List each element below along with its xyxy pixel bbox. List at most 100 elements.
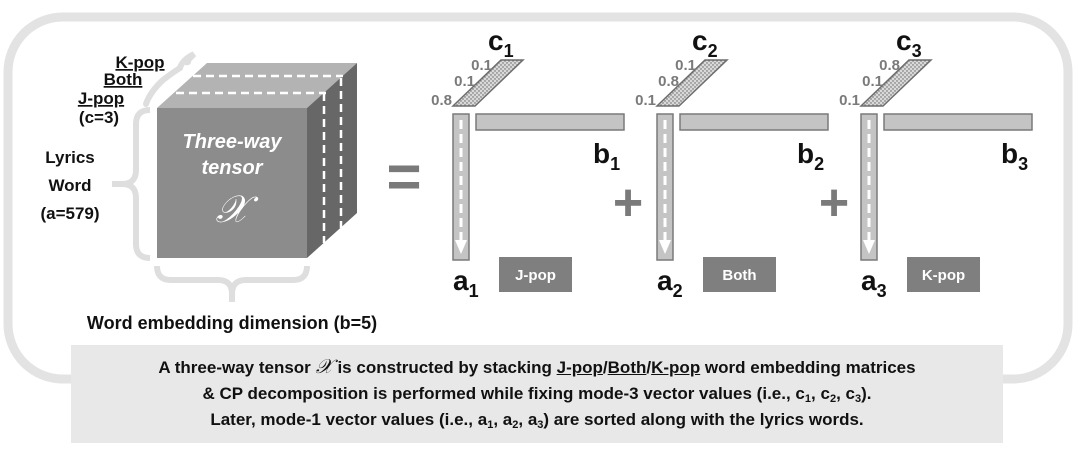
c-letter: c <box>488 25 504 56</box>
a-subscript: 1 <box>469 281 479 301</box>
caption-text: is constructed by stacking <box>332 358 557 377</box>
mode3-label-kpop: K-pop <box>115 53 164 72</box>
caption-sub: 3 <box>854 393 862 405</box>
equals-sign: = <box>386 143 421 210</box>
tensor-cube: Three-way tensor 𝒳 <box>157 63 357 258</box>
rank-one-components: 0.10.10.8c1b1a1J-pop0.10.80.1c2b2a2Both0… <box>431 25 1033 301</box>
caption-text: A three-way tensor <box>158 358 316 377</box>
cube-side-face <box>307 63 357 258</box>
mode3-size: (c=3) <box>79 108 119 127</box>
caption-line-2: & CP decomposition is performed while fi… <box>71 381 1003 407</box>
b-letter: b <box>593 138 610 169</box>
b-vector-bar <box>679 113 829 131</box>
a-subscript: 3 <box>877 281 887 301</box>
b-subscript: 1 <box>610 154 620 174</box>
c-value: 0.1 <box>471 57 492 74</box>
mode1-label-line1: Lyrics <box>45 148 94 167</box>
genre-tag-label: J-pop <box>515 267 556 284</box>
caption-line-1: A three-way tensor 𝒳 is constructed by s… <box>71 353 1003 381</box>
b-letter: b <box>1001 138 1018 169</box>
a-vector-bar <box>452 113 470 261</box>
c-value: 0.8 <box>658 73 679 90</box>
caption-slash: / <box>646 358 652 377</box>
a-subscript: 2 <box>673 281 683 301</box>
mode1-size: (a=579) <box>40 204 99 223</box>
a-vector-bar <box>656 113 674 261</box>
b-subscript: 2 <box>814 154 824 174</box>
c-letter: c <box>692 25 708 56</box>
genre-tag-label: K-pop <box>922 267 965 284</box>
a-vector-label: a1 <box>453 265 479 301</box>
c-vector-label: c1 <box>488 25 514 61</box>
c-value: 0.1 <box>675 57 696 74</box>
c-vector-bar <box>859 59 933 107</box>
mode3-brace <box>143 51 197 107</box>
b-vector-label: b2 <box>797 138 824 174</box>
mode3-label-both: Both <box>104 70 143 89</box>
c-value: 0.1 <box>839 92 860 109</box>
c-subscript: 1 <box>504 41 514 61</box>
genre-tag-label: Both <box>722 267 756 284</box>
caption-jpop: J-pop <box>556 358 603 377</box>
caption-var: a <box>527 410 538 429</box>
caption-text: ) are sorted along with the lyrics words… <box>543 410 864 429</box>
tensor-title-line1: Three-way <box>183 131 283 153</box>
tensor-title-line2: tensor <box>201 157 263 179</box>
a-vector-arrow-head <box>659 240 671 254</box>
a-vector-label: a2 <box>657 265 683 301</box>
c-letter: c <box>896 25 912 56</box>
genre-tag <box>499 257 572 292</box>
c-subscript: 2 <box>708 41 718 61</box>
caption-text: & CP decomposition is performed while fi… <box>202 384 796 403</box>
caption-var: c <box>820 384 830 403</box>
b-vector-bar <box>883 113 1033 131</box>
c-value: 0.1 <box>862 73 883 90</box>
c-vector-label: c3 <box>896 25 922 61</box>
caption-var: c <box>795 384 805 403</box>
a-vector-label: a3 <box>861 265 887 301</box>
a-vector-bar <box>860 113 878 261</box>
caption-sep: , <box>518 410 528 429</box>
a-vector-arrow-head <box>863 240 875 254</box>
genre-tag <box>703 257 776 292</box>
c-value: 0.1 <box>635 92 656 109</box>
a-letter: a <box>861 265 877 296</box>
caption-sub: 1 <box>804 393 812 405</box>
mode3-label-jpop: J-pop <box>78 89 124 108</box>
b-vector-label: b3 <box>1001 138 1028 174</box>
caption-var: c <box>845 384 855 403</box>
caption-line-3: Later, mode-1 vector values (i.e., a1, a… <box>71 407 1003 433</box>
caption-sub: 2 <box>829 393 837 405</box>
caption-both: Both <box>607 358 647 377</box>
c-vector-bar <box>655 59 729 107</box>
a-vector-arrow-head <box>455 240 467 254</box>
plus-sign-1: + <box>613 174 643 232</box>
mode3-labels: K-pop Both J-pop (c=3) <box>78 53 165 127</box>
caption-sub: 2 <box>512 419 519 431</box>
caption-var: a <box>502 410 513 429</box>
c-vector-bar <box>451 59 525 107</box>
b-vector-label: b1 <box>593 138 620 174</box>
mode1-label-line2: Word <box>48 176 91 195</box>
a-letter: a <box>453 265 469 296</box>
caption-sep: , <box>836 384 846 403</box>
mode1-labels: Lyrics Word (a=579) <box>40 148 99 223</box>
c-subscript: 3 <box>912 41 922 61</box>
c-value: 0.8 <box>879 57 900 74</box>
tensor-symbol-inline: 𝒳 <box>315 354 333 378</box>
caption-text: ). <box>861 384 872 403</box>
b-vector-bar <box>475 113 625 131</box>
plus-sign-2: + <box>819 174 849 232</box>
mode2-label: Word embedding dimension (b=5) <box>87 313 377 333</box>
caption-text: word embedding matrices <box>700 358 916 377</box>
a-letter: a <box>657 265 673 296</box>
b-subscript: 3 <box>1018 154 1028 174</box>
b-letter: b <box>797 138 814 169</box>
caption-text: Later, mode-1 vector values (i.e., <box>210 410 478 429</box>
c-value: 0.1 <box>454 73 475 90</box>
caption-box: A three-way tensor 𝒳 is constructed by s… <box>71 345 1003 443</box>
caption-kpop: K-pop <box>651 358 701 377</box>
